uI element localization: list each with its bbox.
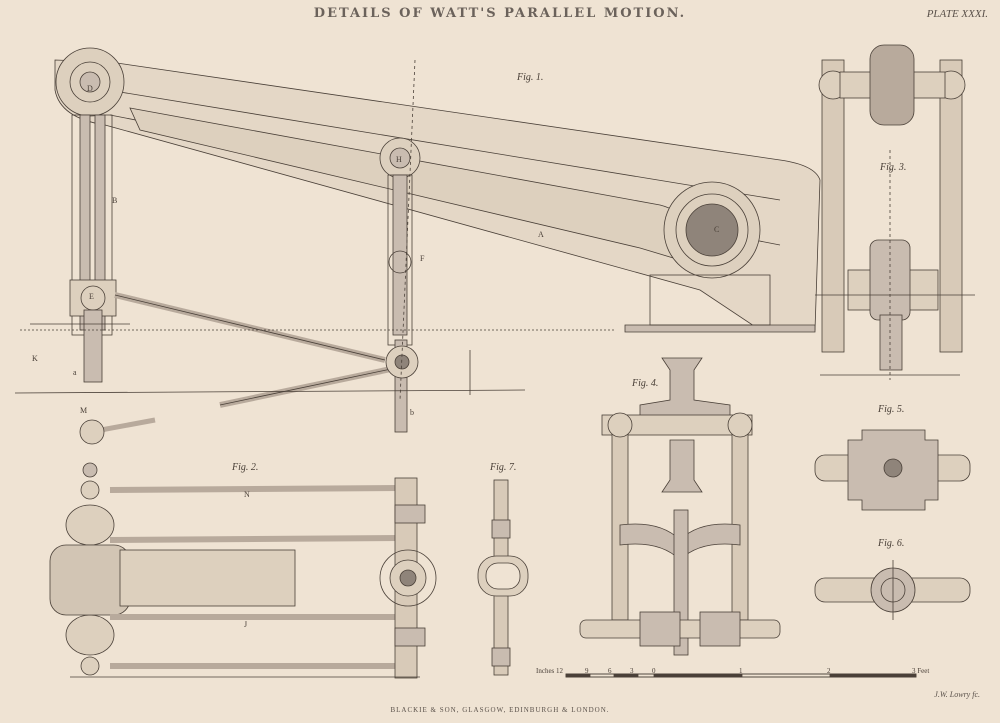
publisher-imprint: BLACKIE & SON, GLASGOW, EDINBURGH & LOND… bbox=[390, 706, 610, 714]
part-letter: B bbox=[112, 196, 118, 205]
part-letter: K bbox=[32, 354, 38, 363]
part-letter: C bbox=[714, 225, 720, 234]
scale-feet-label: 3 Feet bbox=[912, 667, 930, 675]
fig4-crosshead bbox=[579, 357, 781, 656]
scale-tick: 3 bbox=[630, 667, 634, 675]
engraver-credit: J.W. Lowry fc. bbox=[934, 690, 980, 699]
scale-tick: 2 bbox=[827, 667, 831, 675]
fig7-label: Fig. 7. bbox=[490, 462, 517, 473]
fig1-beam bbox=[14, 47, 821, 445]
part-letter: F bbox=[420, 254, 425, 263]
part-letter: J bbox=[244, 620, 248, 629]
fig2-label: Fig. 2. bbox=[232, 462, 259, 473]
plate-title: DETAILS OF WATT'S PARALLEL MOTION. bbox=[313, 6, 687, 21]
fig5-label: Fig. 5. bbox=[878, 404, 905, 415]
part-letter: M bbox=[80, 406, 88, 415]
fig6-label: Fig. 6. bbox=[878, 538, 905, 549]
fig3-label: Fig. 3. bbox=[880, 162, 907, 173]
fig4-label: Fig. 4. bbox=[632, 378, 659, 389]
plate-number: PLATE XXXI. bbox=[926, 8, 988, 20]
part-letter: b bbox=[410, 408, 414, 417]
part-letter: E bbox=[89, 292, 94, 301]
scale-tick: 0 bbox=[652, 667, 656, 675]
scale-inches-label: Inches 12 bbox=[536, 667, 564, 675]
fig2-plan bbox=[49, 462, 437, 679]
fig1-label: Fig. 1. bbox=[517, 72, 544, 83]
scale-bar bbox=[565, 673, 917, 678]
scale-tick: 6 bbox=[608, 667, 612, 675]
fig6-pin bbox=[814, 560, 971, 620]
part-letter: D bbox=[87, 84, 93, 93]
scale-tick: 9 bbox=[585, 667, 589, 675]
scale-tick: 1 bbox=[739, 667, 743, 675]
fig5-pin bbox=[814, 429, 971, 511]
part-letter: H bbox=[396, 155, 402, 164]
part-letter: N bbox=[244, 490, 250, 499]
fig7-link bbox=[477, 479, 529, 676]
part-letter: a bbox=[73, 368, 77, 377]
fig3-end-view bbox=[815, 44, 975, 380]
part-letter: A bbox=[538, 230, 544, 239]
